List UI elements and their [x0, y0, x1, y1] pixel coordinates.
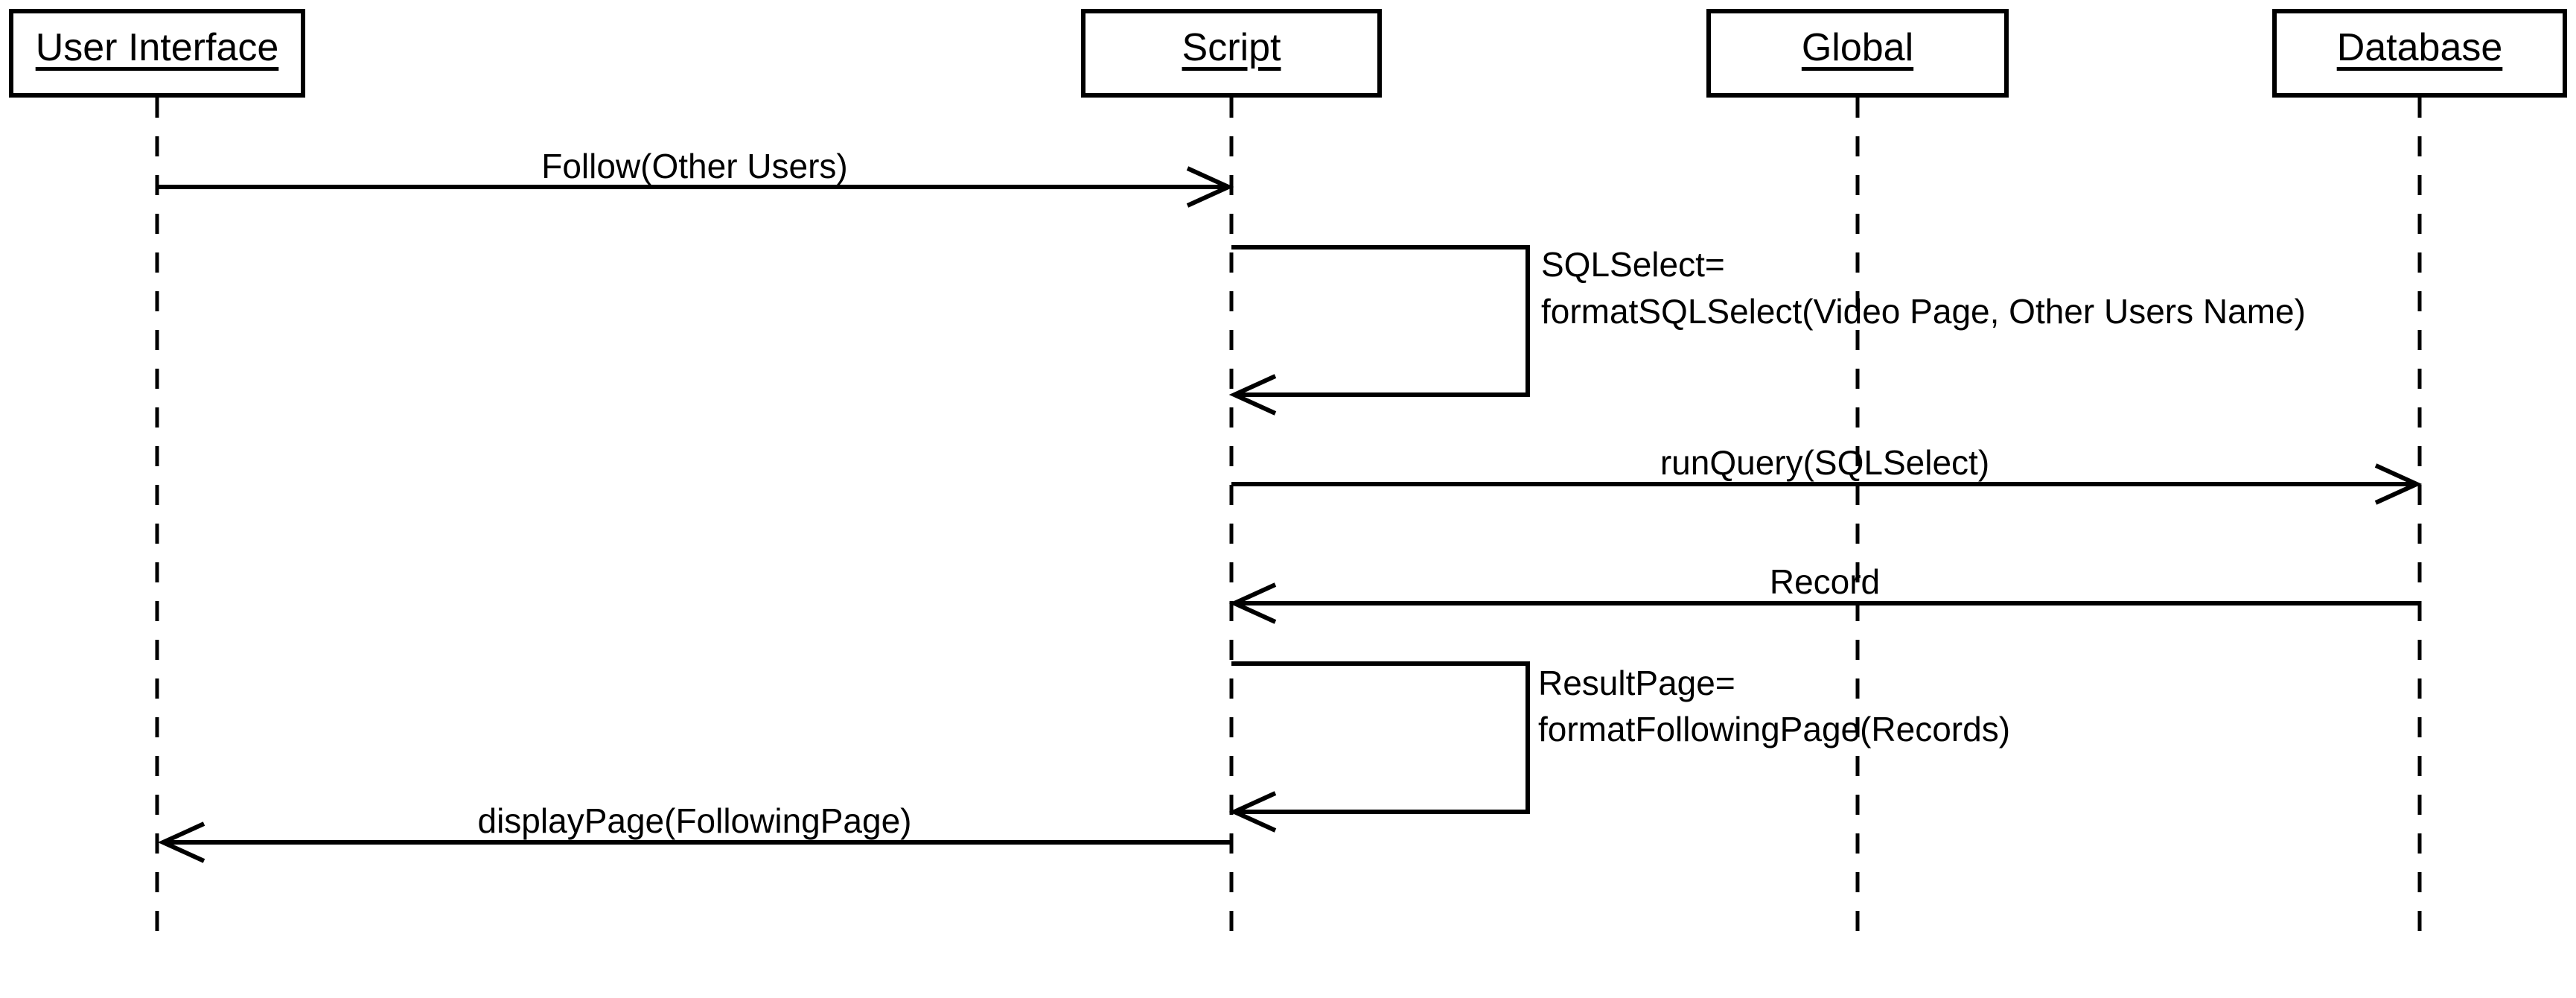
participant-global-label: Global [1801, 26, 1914, 69]
participant-database-label: Database [2336, 26, 2503, 69]
message-label-self-call-1-line-2: formatSQLSelect(Video Page, Other Users … [1541, 292, 2306, 331]
arrowhead-self-call-1-icon [1228, 374, 1277, 416]
participant-user-interface: User Interface [9, 9, 305, 98]
arrowhead-self-call-2-icon [1228, 791, 1277, 833]
message-label-displaypage: displayPage(FollowingPage) [477, 801, 912, 840]
arrowhead-follow-icon [1186, 166, 1234, 208]
participant-user-interface-label: User Interface [35, 26, 279, 69]
participant-global: Global [1706, 9, 2009, 98]
participant-script-label: Script [1182, 26, 1281, 69]
self-call-1-loop [1231, 245, 1530, 397]
message-label-self-call-2-line-1: ResultPage= [1538, 664, 1735, 702]
participant-script: Script [1081, 9, 1382, 98]
arrowhead-displaypage-icon [157, 821, 205, 863]
message-label-self-call-2-line-2: formatFollowingPage(Records) [1538, 710, 2011, 748]
message-label-record: Record [1769, 562, 1881, 601]
message-label-self-call-1: SQLSelect= formatSQLSelect(Video Page, O… [1541, 241, 2306, 335]
message-label-self-call-1-line-1: SQLSelect= [1541, 245, 1725, 284]
message-label-runquery: runQuery(SQLSelect) [1660, 443, 1990, 482]
message-label-self-call-2: ResultPage= formatFollowingPage(Records) [1538, 660, 2010, 752]
participant-database: Database [2272, 9, 2567, 98]
self-call-2-loop [1231, 661, 1530, 814]
arrowhead-runquery-icon [2374, 463, 2423, 505]
message-label-follow: Follow(Other Users) [541, 147, 848, 185]
arrowhead-record-icon [1228, 582, 1277, 624]
